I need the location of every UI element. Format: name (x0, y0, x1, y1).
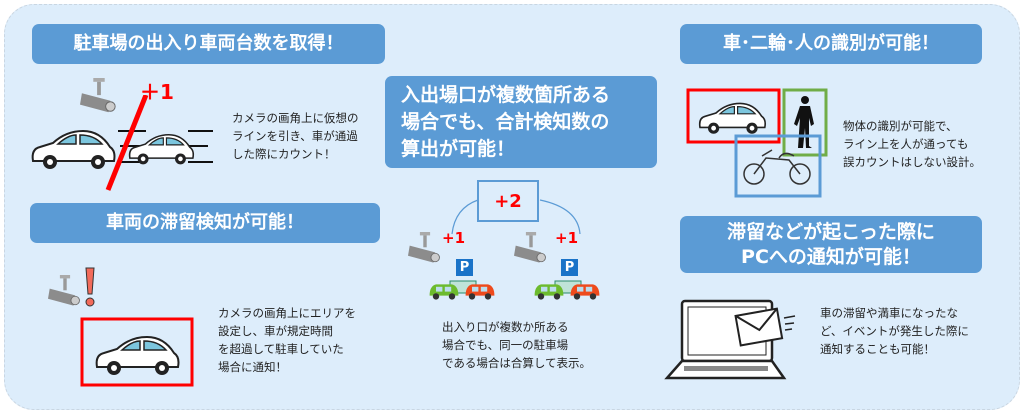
identify-desc: 物体の識別が可能で、 ライン上を人が通っても 誤カウントはしない設計。 (843, 119, 981, 169)
car-detection-box (686, 88, 781, 144)
count-desc: カメラの画角上に仮想の ラインを引き、車が通過 した際にカウント！ (232, 111, 359, 161)
sum-connector-arcs (451, 199, 581, 235)
parking-gate-cars-left (429, 280, 495, 300)
notify-title: 滞留などが起こった際に PCへの通知が可能！ (680, 216, 982, 273)
right-count: +1 (555, 229, 579, 247)
notify-desc: 車の滞留や満車になったな ど、イベントが発生した際に 通知することも可能！ (820, 306, 969, 356)
object-recognition-illustration (686, 88, 828, 198)
total-count: +2 (494, 190, 522, 212)
camera-icon (514, 232, 548, 266)
parking-sign-icon: P (561, 259, 578, 276)
identify-title: 車･二輪･人の識別が可能！ (680, 24, 982, 64)
camera-icon (408, 232, 442, 266)
motorcycle-icon (743, 149, 811, 185)
parking-sign-icon: P (456, 259, 473, 276)
person-icon (794, 96, 814, 148)
multi-desc: 出入り口が複数か所ある 場合でも、同一の駐車場 である場合は合算して表示。 (442, 320, 592, 370)
parking-gate-cars-right (534, 280, 600, 300)
dwell-desc: カメラの画角上にエリアを 設定し、車が規定時間 を超過して駐車していた 場合に通… (218, 306, 356, 374)
person-detection-box (782, 88, 828, 157)
camera-icon (48, 275, 82, 309)
virtual-line (105, 95, 149, 191)
total-count-box: +2 (477, 180, 539, 222)
dwell-area-box (80, 317, 194, 387)
dwell-title: 車両の滞留検知が可能！ (30, 203, 380, 243)
multi-title: 入出場口が複数箇所ある 場合でも、合計検知数の 算出が可能！ (385, 76, 657, 168)
bike-detection-box (734, 134, 822, 198)
left-count: +1 (442, 229, 466, 247)
count-title: 駐車場の出入り車両台数を取得！ (32, 24, 385, 64)
car-crossing-line-illustration (31, 95, 213, 191)
envelope-icon (734, 307, 784, 347)
exclamation-icon (85, 267, 95, 307)
laptop-mail-illustration (664, 299, 796, 380)
